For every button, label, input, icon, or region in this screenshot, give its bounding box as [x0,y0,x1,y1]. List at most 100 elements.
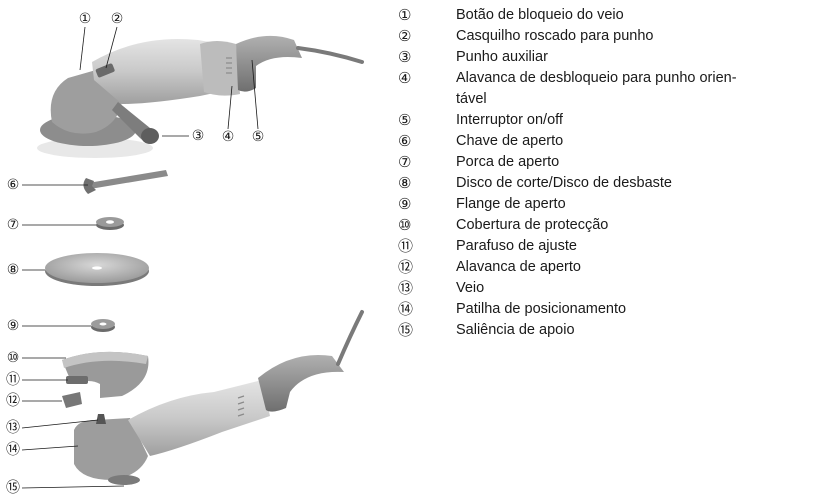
callout-2: ② [111,11,124,27]
rear-handle-bottom [258,354,344,412]
motor-body-bottom [128,380,270,456]
grinder-bottom [74,310,364,485]
legend-label: Interruptor on/off [456,110,563,131]
legend-number: ⑦ [398,154,412,171]
legend-label: Veio [456,278,484,299]
legend-number: ⑧ [398,175,412,192]
legend-label: Punho auxiliar [456,47,548,68]
callout-4: ④ [222,129,235,145]
legend-label-line: Flange de aperto [456,196,566,212]
legend-item: ⑫ Alavanca de aperto [398,257,818,278]
parts-legend: ① Botão de bloqueio do veio ② Casquilho ros… [398,5,818,341]
power-cord-bottom [336,310,364,366]
legend-label: Disco de corte/Disco de desbaste [456,173,672,194]
callout-1: ① [79,11,92,27]
legend-label-line: Parafuso de ajuste [456,238,577,254]
legend-label-line: Alavanca de desbloqueio para punho orien… [456,70,737,86]
legend-item: ⑥ Chave de aperto [398,131,818,152]
legend-item: ⑧ Disco de corte/Disco de desbaste [398,173,818,194]
callout-13: ⑬ [6,420,20,436]
legend-item: ③ Punho auxiliar [398,47,818,68]
callout-6: ⑥ [7,177,20,193]
legend-number: ⑫ [398,259,414,276]
legend-label: Porca de aperto [456,152,559,173]
power-cord-top [296,46,364,64]
legend-number: ② [398,28,412,45]
legend-label-line: Casquilho roscado para punho [456,28,654,44]
vents-top [226,57,232,74]
callout-12: ⑫ [6,393,20,409]
legend-item: ⑨ Flange de aperto [398,194,818,215]
callout-5: ⑤ [252,129,265,145]
callout-7: ⑦ [7,217,20,233]
legend-item: ⑮ Saliência de apoio [398,320,818,341]
legend-label-line: Interruptor on/off [456,112,563,128]
support-flange [108,475,140,485]
legend-label: Alavanca de desbloqueio para punho orien… [456,68,737,110]
legend-item: ⑤ Interruptor on/off [398,110,818,131]
legend-item: ⑦ Porca de aperto [398,152,818,173]
legend-number: ⑮ [398,322,414,339]
legend-label-line: Porca de aperto [456,154,560,170]
clamping-flange [91,319,115,332]
callout-9: ⑨ [7,318,20,334]
legend-item: ④ Alavanca de desbloqueio para punho orie… [398,68,818,110]
legend-number: ⑥ [398,133,412,150]
angle-grinder-illustration: ① ② ③ ④ ⑤ ⑥ ⑦ ⑧ ⑨ ⑩ ⑪ ⑫ ⑬ ⑭ ⑮ [6,11,364,496]
legend-number: ⑩ [398,217,412,234]
legend-number: ① [398,7,412,24]
legend-label: Cobertura de protecção [456,215,608,236]
legend-label-line: Punho auxiliar [456,49,548,65]
legend-label: Patilha de posicionamento [456,299,626,320]
protective-guard [62,351,149,408]
legend-number: ③ [398,49,412,66]
cutting-disc [45,253,149,286]
grinder-top [37,35,364,158]
aux-handle-cap [141,128,159,144]
legend-label-line: Saliência de apoio [456,322,575,338]
legend-label: Chave de aperto [456,131,563,152]
legend-label-line: Veio [456,280,485,296]
legend-number: ④ [398,70,412,87]
callout-14: ⑭ [6,442,20,458]
callout-11: ⑪ [6,372,20,388]
callout-10: ⑩ [7,350,20,366]
legend-label-line: Patilha de posicionamento [456,301,627,317]
legend-label: Botão de bloqueio do veio [456,5,624,26]
legend-item: ⑪ Parafuso de ajuste [398,236,818,257]
callout-15: ⑮ [6,480,20,496]
legend-label-line: Cobertura de protecção [456,217,609,233]
legend-number: ⑪ [398,238,414,255]
legend-label-line: Chave de aperto [456,133,564,149]
rear-handle-top [236,35,302,92]
legend-item: ① Botão de bloqueio do veio [398,5,818,26]
legend-label-line: Disco de corte/Disco de desbaste [456,175,672,191]
callout-3: ③ [192,128,205,144]
vents-bottom [237,395,245,417]
legend-number: ⑭ [398,301,414,318]
callout-8: ⑧ [7,262,20,278]
legend-item: ⑬ Veio [398,278,818,299]
legend-item: ② Casquilho roscado para punho [398,26,818,47]
legend-item: ⑩ Cobertura de protecção [398,215,818,236]
legend-label-line: Alavanca de aperto [456,259,581,275]
legend-label: Saliência de apoio [456,320,575,341]
legend-label: Casquilho roscado para punho [456,26,654,47]
legend-label-line: Botão de bloqueio do veio [456,7,624,23]
spindle [96,414,106,424]
gear-head-bottom [74,418,148,480]
legend-number: ⑬ [398,280,414,297]
legend-item: ⑭ Patilha de posicionamento [398,299,818,320]
switch-housing-top [200,41,240,96]
callout-markers: ① ② ③ ④ ⑤ ⑥ ⑦ ⑧ ⑨ ⑩ ⑪ ⑫ ⑬ ⑭ ⑮ [6,11,264,496]
legend-label: Parafuso de ajuste [456,236,577,257]
legend-label: Flange de aperto [456,194,566,215]
clamping-nut [96,217,124,230]
lock-button-top [95,63,115,78]
spanner [83,170,168,194]
legend-label: Alavanca de aperto [456,257,581,278]
legend-number: ⑤ [398,112,412,129]
legend-number: ⑨ [398,196,412,213]
legend-label-line: tável [456,91,487,107]
leader-lines [21,26,259,489]
